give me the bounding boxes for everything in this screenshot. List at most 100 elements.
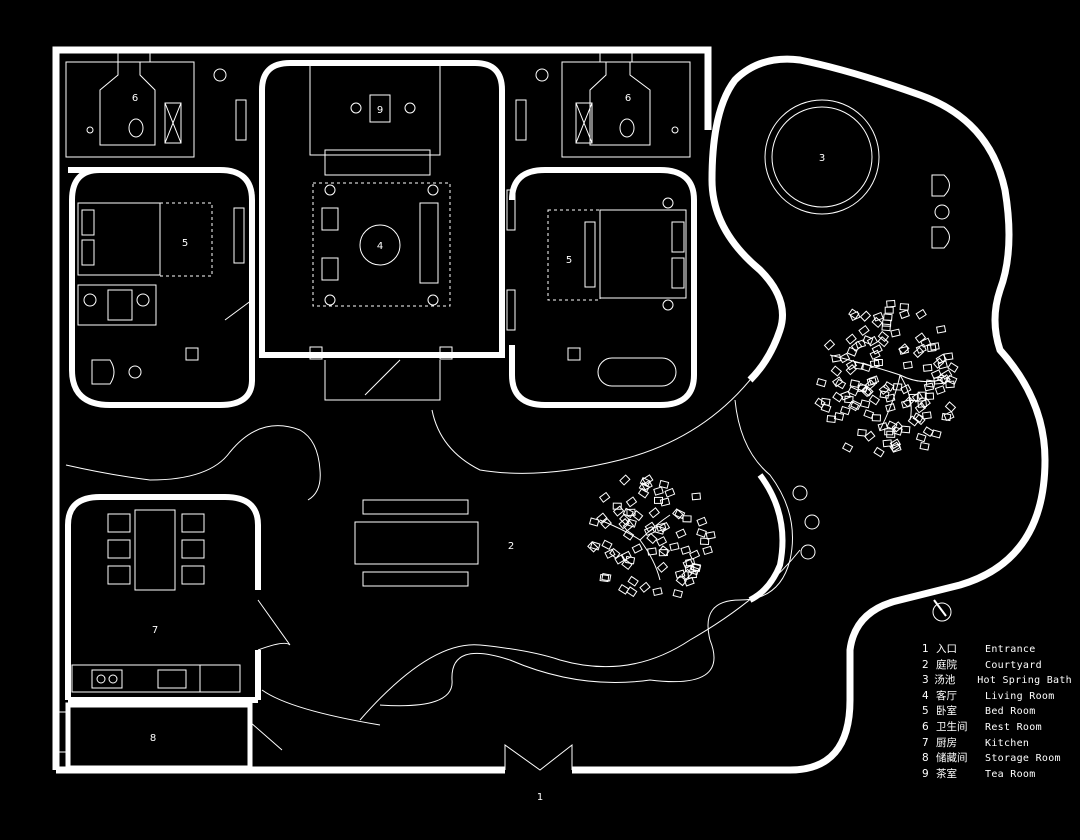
tree-leaf xyxy=(621,558,633,571)
tree-leaf xyxy=(820,403,832,413)
bedroom-right xyxy=(506,167,697,408)
tree-leaf xyxy=(917,391,927,399)
tree-leaf xyxy=(672,589,684,599)
tree-leaf xyxy=(864,430,876,442)
tree-leaf xyxy=(885,393,896,403)
tree-leaf xyxy=(871,344,883,355)
tree-leaf xyxy=(908,393,918,402)
tree-leaf xyxy=(696,528,707,538)
tree-leaf xyxy=(598,491,611,503)
tree-leaf xyxy=(868,394,881,406)
tree-leaf xyxy=(900,383,912,395)
room-number-courtyard: 2 xyxy=(508,541,514,552)
tree-leaf xyxy=(682,558,694,569)
room-number-bed-left: 5 xyxy=(182,238,188,249)
tree-leaf xyxy=(845,333,857,345)
tree-leaf xyxy=(872,311,884,322)
tree-leaf xyxy=(891,421,903,433)
tree-leaf xyxy=(830,365,843,377)
tree-leaf xyxy=(930,369,942,380)
tree-leaf xyxy=(889,441,901,453)
tree-leaf xyxy=(915,308,927,320)
tree-leaf xyxy=(848,308,860,320)
tree-leaf xyxy=(873,359,883,366)
tree-leaf xyxy=(921,411,932,420)
tree-leaf xyxy=(664,487,676,498)
tree-leaf xyxy=(659,497,671,507)
tree-leaf xyxy=(654,525,666,535)
tree-icon xyxy=(587,474,716,599)
tree-leaf xyxy=(899,309,910,320)
tree-leaf xyxy=(850,340,863,352)
tree-leaf xyxy=(627,575,639,587)
rest-room-right xyxy=(515,51,691,158)
tree-leaf xyxy=(844,395,854,404)
tree-leaf xyxy=(936,325,947,334)
central-block xyxy=(259,60,505,401)
tree-leaf xyxy=(622,507,634,519)
tree-leaf xyxy=(690,562,701,572)
tree-leaf xyxy=(604,548,616,559)
tree-leaf xyxy=(625,555,636,565)
tree-leaf xyxy=(845,364,857,376)
tree-leaf xyxy=(658,545,670,557)
tree-leaf xyxy=(935,353,947,365)
tree-leaf xyxy=(944,401,957,413)
tree-leaf xyxy=(850,400,862,411)
tree-leaf xyxy=(881,323,892,332)
tree-leaf xyxy=(943,410,955,422)
tree-leaf xyxy=(873,446,885,458)
rest-room-left xyxy=(65,51,247,158)
tree-leaf xyxy=(599,574,610,583)
tree-leaf xyxy=(840,390,852,401)
tree-leaf xyxy=(857,384,867,392)
tree-leaf xyxy=(862,385,874,397)
tree-leaf xyxy=(860,362,872,373)
tree-leaf xyxy=(848,400,860,412)
tree-leaf xyxy=(946,374,958,385)
tree-leaf xyxy=(886,299,896,308)
tree-leaf xyxy=(857,428,867,437)
tree-leaf xyxy=(854,361,865,370)
room-number-storage: 8 xyxy=(150,733,156,744)
tree-leaf xyxy=(846,346,858,357)
tree-leaf xyxy=(859,310,872,322)
outer-wall xyxy=(52,46,1049,774)
tree-leaf xyxy=(601,573,612,582)
tree-leaf xyxy=(886,430,896,438)
tree-leaf xyxy=(601,539,613,550)
room-number-living: 4 xyxy=(377,241,383,252)
tree-leaf xyxy=(934,385,946,395)
tree-leaf xyxy=(680,545,692,555)
tree-leaf xyxy=(907,415,920,427)
tree-leaf xyxy=(618,584,630,595)
tree-leaf xyxy=(691,492,702,501)
tree-leaf xyxy=(609,547,621,559)
tree-leaf xyxy=(878,383,891,395)
tree-leaf xyxy=(683,576,695,587)
tree-leaf xyxy=(923,382,935,392)
tree-leaf xyxy=(885,403,896,413)
tree-leaf xyxy=(877,336,889,348)
tree-leaf xyxy=(849,379,860,389)
tree-leaf xyxy=(922,426,935,438)
tree-leaf xyxy=(839,405,851,416)
tree-leaf xyxy=(926,344,937,353)
room-number-kitchen: 7 xyxy=(152,625,158,636)
room-number-entrance: 1 xyxy=(537,792,543,803)
tree-leaf xyxy=(832,376,844,388)
room-number-rest-right: 6 xyxy=(625,93,631,104)
tree-leaf xyxy=(847,386,859,397)
room-number-tea: 9 xyxy=(377,105,383,116)
tree-leaf xyxy=(884,306,894,314)
tree-leaf xyxy=(596,512,608,524)
tree-leaf xyxy=(823,339,836,351)
room-number-bed-right: 5 xyxy=(566,255,572,266)
tree-leaf xyxy=(614,553,626,565)
tree-leaf xyxy=(900,425,911,434)
